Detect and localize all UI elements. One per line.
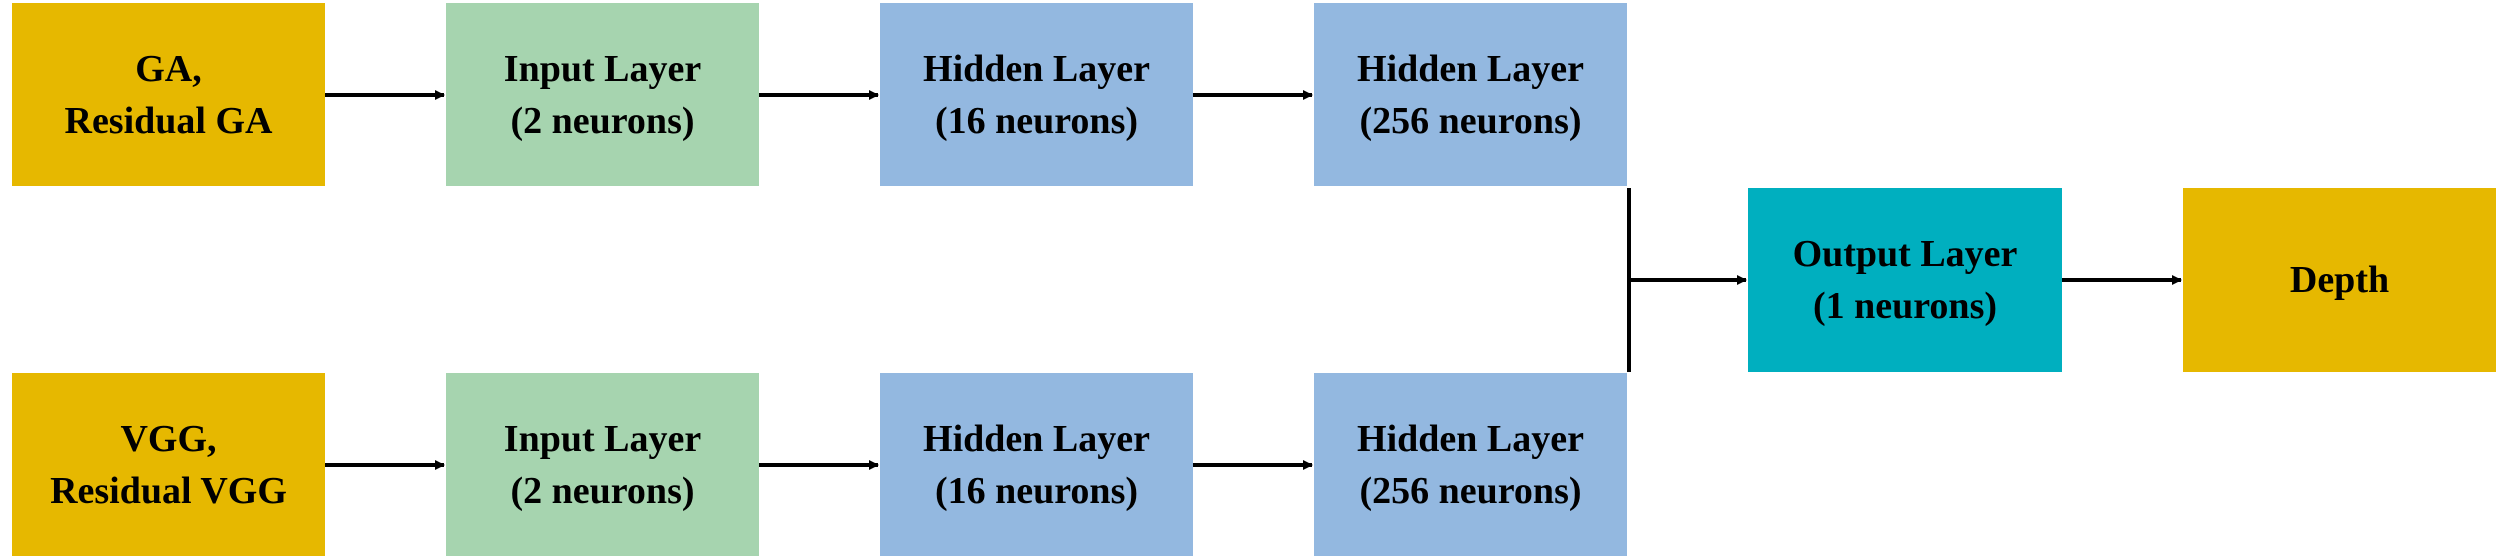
node-label-line1: Hidden Layer — [1357, 417, 1584, 460]
node-label-line1: Depth — [2289, 259, 2390, 301]
node-label-line1: VGG, — [120, 417, 217, 460]
node-ga-source: GA, Residual GA — [12, 3, 325, 186]
node-label-line2: (256 neurons) — [1359, 469, 1582, 512]
node-label-line1: Hidden Layer — [923, 47, 1150, 90]
node-bottom-hidden-layer-16: Hidden Layer (16 neurons) — [880, 373, 1193, 556]
node-label-line2: (2 neurons) — [510, 99, 695, 142]
node-output-layer: Output Layer (1 neurons) — [1748, 188, 2062, 372]
node-bottom-input-layer: Input Layer (2 neurons) — [446, 373, 759, 556]
node-label-line2: (16 neurons) — [934, 469, 1139, 512]
node-label-line2: Residual GA — [64, 99, 273, 142]
node-label-line1: GA, — [135, 47, 202, 90]
node-label-line1: Input Layer — [503, 417, 702, 460]
node-label-line1: Input Layer — [503, 47, 702, 90]
node-top-hidden-layer-256: Hidden Layer (256 neurons) — [1314, 3, 1627, 186]
node-top-input-layer: Input Layer (2 neurons) — [446, 3, 759, 186]
node-label-line2: Residual VGG — [50, 469, 287, 512]
node-label-line1: Hidden Layer — [923, 417, 1150, 460]
node-bottom-hidden-layer-256: Hidden Layer (256 neurons) — [1314, 373, 1627, 556]
node-depth-target: Depth — [2183, 188, 2496, 372]
node-label-line1: Hidden Layer — [1357, 47, 1584, 90]
node-vgg-source: VGG, Residual VGG — [12, 373, 325, 556]
node-top-hidden-layer-16: Hidden Layer (16 neurons) — [880, 3, 1193, 186]
node-label-line2: (2 neurons) — [510, 469, 695, 512]
node-label-line2: (1 neurons) — [1812, 285, 1998, 327]
node-label-line2: (256 neurons) — [1359, 99, 1582, 142]
node-label-line2: (16 neurons) — [934, 99, 1139, 142]
node-label-line1: Output Layer — [1792, 233, 2018, 275]
